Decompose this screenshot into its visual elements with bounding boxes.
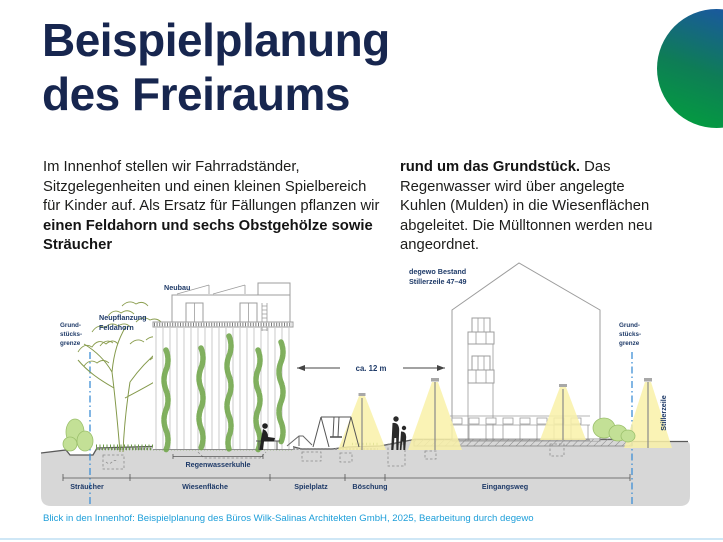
- grenze-label-right: Grund- stücks- grenze: [619, 322, 641, 347]
- svg-text:stücks-: stücks-: [60, 331, 82, 338]
- person-sitting: [256, 423, 280, 450]
- zone-straeucher: Sträucher: [70, 482, 104, 491]
- grenze-label-left: Grund- stücks- grenze: [60, 322, 82, 347]
- zone-dimension: [62, 474, 631, 481]
- svg-text:Grund-: Grund-: [60, 322, 81, 329]
- bottom-divider: [0, 538, 723, 540]
- svg-text:stücks-: stücks-: [619, 331, 641, 338]
- title-line-1: Beispielplanung: [42, 14, 390, 66]
- svg-text:grenze: grenze: [619, 340, 640, 347]
- regenwasserkuhle-dimension: Regenwasserkuhle: [172, 454, 264, 469]
- zone-boeschung: Böschung: [352, 482, 387, 491]
- title-line-2: des Freiraums: [42, 68, 350, 120]
- intro-left-normal: Im Innenhof stellen wir Fahrradständer, …: [43, 159, 380, 215]
- svg-text:degewo Bestand: degewo Bestand: [409, 267, 466, 276]
- bestand-building: [450, 262, 601, 442]
- svg-text:grenze: grenze: [60, 340, 81, 347]
- stillerzeile-label: Stillerzeile: [659, 395, 668, 431]
- svg-text:Neupflanzung: Neupflanzung: [99, 313, 147, 322]
- bushes: [62, 417, 636, 452]
- regenwasserkuhle-label: Regenwasserkuhle: [185, 460, 250, 469]
- svg-text:Grund-: Grund-: [619, 322, 640, 329]
- people-standing: [391, 416, 407, 450]
- playground-slide: [286, 435, 313, 447]
- svg-text:Stillerzeile 47–49: Stillerzeile 47–49: [409, 277, 467, 286]
- zone-eingangsweg: Eingangsweg: [482, 482, 528, 491]
- intro-paragraph-left: Im Innenhof stellen wir Fahrradständer, …: [43, 158, 387, 256]
- facade-greening: [161, 333, 286, 453]
- neubau-label: Neubau: [164, 283, 190, 292]
- neupflanzung-label: Neupflanzung Feldahorn: [99, 313, 147, 332]
- zone-wiesenflaeche: Wiesenfläche: [182, 482, 228, 491]
- intro-right-bold: rund um das Grundstück.: [400, 159, 581, 175]
- distance-dimension: ca. 12 m: [297, 360, 445, 374]
- intro-left-bold: einen Feldahorn und sechs Obstgehölze so…: [43, 217, 373, 254]
- intro-right-normal: Das Regenwasser wird über angelegte Kuhl…: [400, 159, 653, 254]
- svg-text:Feldahorn: Feldahorn: [99, 323, 134, 332]
- neubau-building: [152, 282, 294, 453]
- playground-swing: [312, 416, 360, 448]
- caption: Blick in den Innenhof: Beispielplanung d…: [43, 513, 534, 524]
- distance-label: ca. 12 m: [356, 364, 387, 373]
- intro-paragraph-right: rund um das Grundstück. Das Regenwasser …: [400, 158, 670, 256]
- street-lamps: [338, 378, 672, 450]
- intro-text: Im Innenhof stellen wir Fahrradständer, …: [43, 158, 683, 256]
- bestand-label: degewo Bestand Stillerzeile 47–49: [409, 267, 467, 286]
- zone-spielplatz: Spielplatz: [294, 482, 328, 491]
